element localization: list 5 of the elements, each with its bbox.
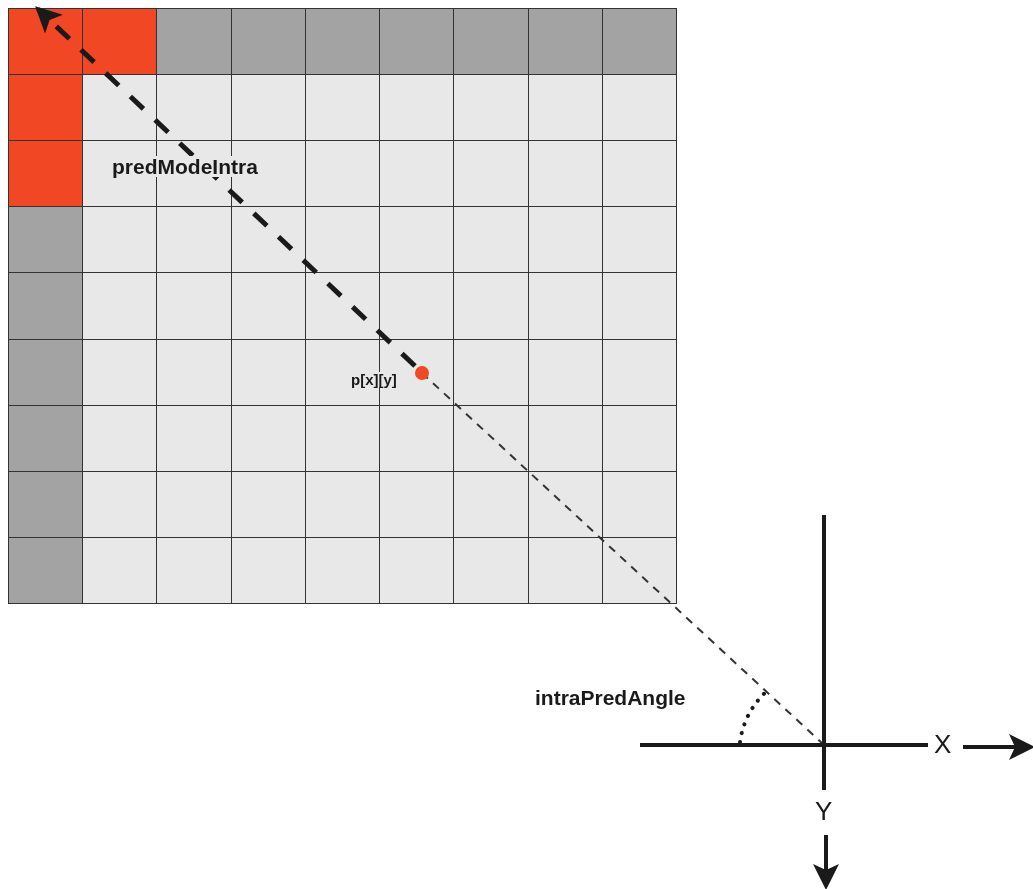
axis-label: Y [815, 798, 833, 824]
sample-label: p[x][y] [349, 372, 399, 387]
direction-label: predModeIntra [110, 156, 260, 177]
angle-label: intraPredAngle [535, 687, 686, 708]
axis-label: X [934, 731, 952, 757]
